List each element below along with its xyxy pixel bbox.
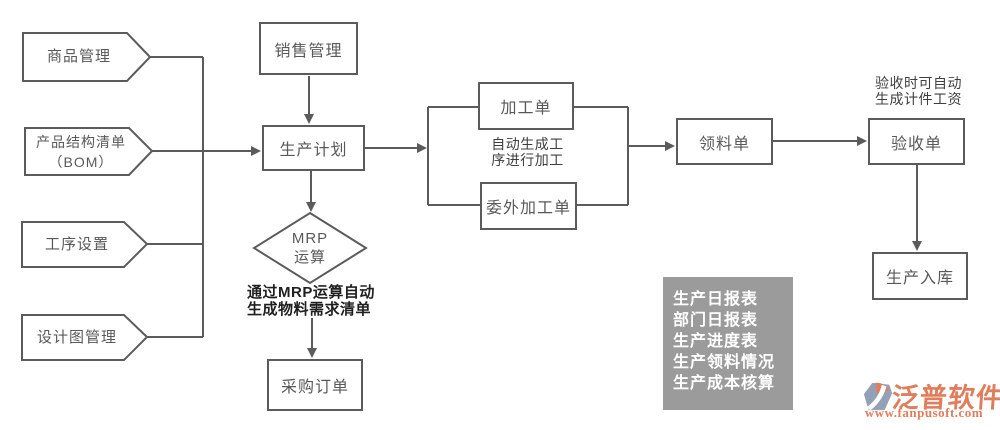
pentagon-shapes: [21, 32, 154, 361]
note-auto-process-line2: 序进行加工: [491, 152, 564, 168]
report-item-daily-department: 部门日报表: [673, 312, 759, 329]
note-mrp-result: 通过MRP运算自动 生成物料需求清单: [247, 284, 387, 318]
fanpu-logo: 泛普软件 www.fanpusoft.com: [858, 376, 1000, 422]
note-acceptance-wage: 验收时可自动 生成计件工资: [875, 75, 975, 107]
report-item-progress: 生产进度表: [673, 333, 759, 350]
note-mrp-result-line1: 通过MRP运算自动: [247, 284, 375, 301]
mrp-text-line1: MRP: [291, 230, 329, 247]
arrowhead-into-purchase: [307, 348, 317, 358]
note-auto-process: 自动生成工 序进行加工: [470, 136, 585, 168]
note-acceptance-wage-line1: 验收时可自动: [875, 75, 962, 91]
node-material-requisition: 领料单: [676, 118, 773, 165]
arrowhead-into-mrp: [306, 202, 316, 212]
pentagon-process-settings: [21, 221, 149, 268]
reports-panel: 生产日报表 部门日报表 生产进度表 生产领料情况 生产成本核算: [663, 277, 793, 410]
note-acceptance-wage-line2: 生成计件工资: [875, 91, 962, 107]
node-production-plan: 生产计划: [262, 125, 365, 171]
arrowhead-into-stockin: [912, 241, 922, 251]
pentagon-design-management-label: 设计图管理: [22, 315, 132, 360]
design-management-text: 设计图管理: [36, 328, 117, 346]
goods-management-text: 商品管理: [46, 48, 111, 65]
report-item-material-status: 生产领料情况: [673, 354, 776, 371]
report-item-daily-production: 生产日报表: [673, 291, 759, 308]
pentagon-design-management: [21, 314, 149, 361]
arrowhead-into-material: [665, 141, 675, 151]
arrowhead-into-bracket: [417, 143, 427, 153]
fanpu-url-text: www.fanpusoft.com: [864, 405, 984, 420]
node-sales-management: 销售管理: [259, 22, 358, 75]
arrowhead-into-plan-top: [304, 114, 314, 124]
node-process-order: 加工单: [478, 82, 574, 130]
pentagon-process-settings-label: 工序设置: [22, 222, 132, 267]
mrp-text-line2: 运算: [293, 249, 326, 266]
report-item-cost-accounting: 生产成本核算: [673, 375, 776, 392]
bom-text-line2: （BOM）: [48, 153, 114, 170]
note-mrp-result-line2: 生成物料需求清单: [247, 301, 372, 318]
process-settings-text: 工序设置: [44, 235, 109, 253]
mrp-diamond-label: MRP 运算: [254, 229, 366, 267]
node-purchase-order: 采购订单: [267, 359, 363, 411]
arrowheads: [251, 114, 922, 358]
fanpu-logo-icon: [863, 382, 893, 411]
pentagon-bom: [24, 127, 154, 176]
arrowhead-into-plan-left: [251, 146, 261, 156]
node-production-stock-in: 生产入库: [872, 252, 968, 300]
pentagon-bom-label: 产品结构清单 （BOM）: [25, 128, 137, 175]
bom-text-line1: 产品结构清单: [36, 133, 126, 150]
connectors: [147, 56, 918, 350]
node-acceptance: 验收单: [868, 118, 965, 165]
mrp-diamond: [252, 211, 368, 285]
arrowhead-into-acceptance: [857, 136, 867, 146]
pentagon-goods-management-label: 商品管理: [23, 33, 135, 81]
pentagon-goods-management: [22, 32, 152, 82]
node-outsource-order: 委外加工单: [480, 182, 577, 230]
note-auto-process-line1: 自动生成工: [491, 136, 564, 152]
